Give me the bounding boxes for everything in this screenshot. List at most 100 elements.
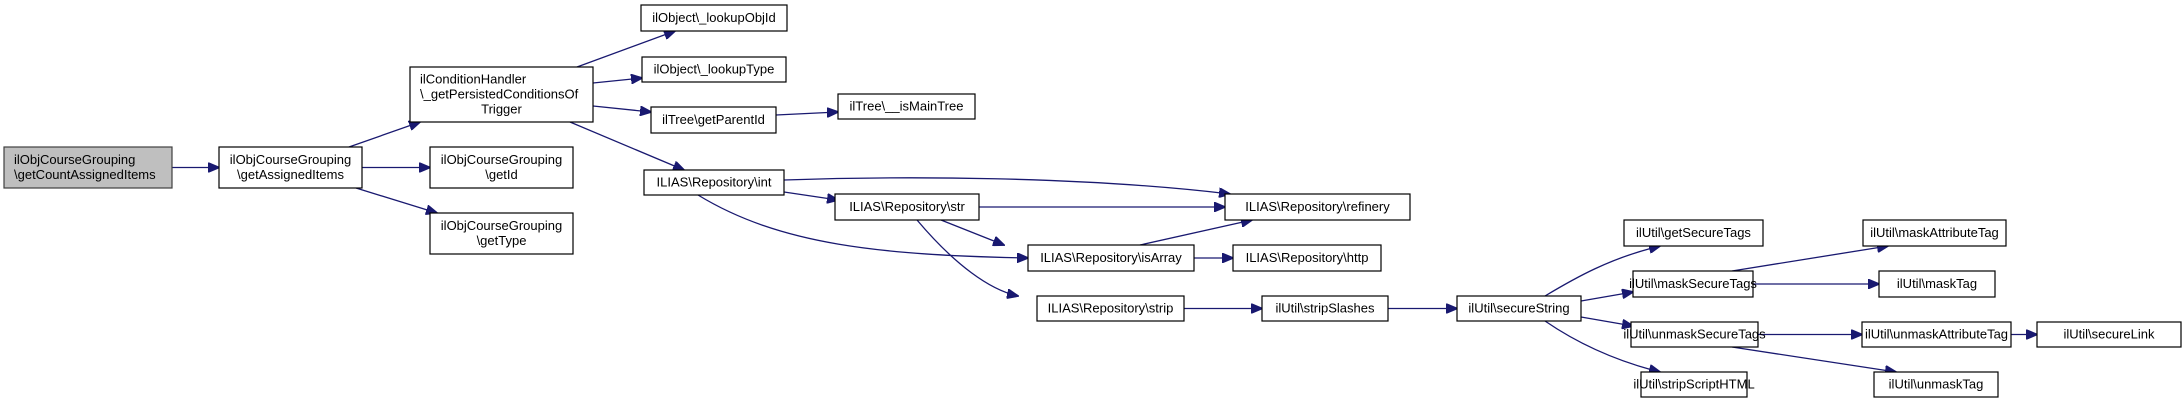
node-maskAttributeTag[interactable]: ilUtil\maskAttributeTag: [1862, 219, 2007, 247]
node-label: Trigger: [481, 102, 522, 117]
node-secureString[interactable]: ilUtil\secureString: [1456, 295, 1582, 322]
node-label: ilObjCourseGrouping: [441, 152, 562, 167]
node-box[interactable]: [218, 146, 363, 189]
node-getAssignedItems[interactable]: ilObjCourseGrouping\getAssignedItems: [218, 146, 363, 189]
node-maskTag[interactable]: ilUtil\maskTag: [1878, 270, 1996, 298]
node-label: ilUtil\unmaskSecureTags: [1623, 327, 1766, 342]
node-box[interactable]: [641, 56, 787, 83]
edge-secureString-to-stripScriptHTML: [1544, 320, 1660, 372]
node-box[interactable]: [1027, 244, 1195, 272]
edge-repoInt-to-repoIsArray: [697, 194, 1028, 258]
node-box[interactable]: [1861, 321, 2012, 348]
edge-repoIsArray-to-repoRefinery: [1139, 220, 1252, 246]
edge-getParentId-to-isMainTree: [775, 112, 838, 115]
node-secureLink[interactable]: ilUtil\secureLink: [2036, 321, 2182, 348]
node-label: \getType: [477, 233, 527, 248]
node-label: ilUtil\unmaskAttributeTag: [1865, 327, 2008, 342]
node-label: \getAssignedItems: [237, 167, 344, 182]
node-box[interactable]: [1036, 295, 1185, 322]
node-label: ilTree\__isMainTree: [850, 99, 964, 114]
node-label: ilObject\_lookupObjId: [652, 10, 776, 25]
node-box[interactable]: [429, 146, 574, 189]
node-box[interactable]: [2036, 321, 2182, 348]
node-box[interactable]: [409, 66, 594, 123]
node-repoStrip[interactable]: ILIAS\Repository\strip: [1036, 295, 1185, 322]
node-label: ilTree\getParentId: [662, 112, 765, 127]
edge-repoInt-to-repoStr: [783, 191, 838, 200]
edge-getPersistedConditionsOfTrigger-to-lookupObjId: [576, 31, 675, 68]
node-box[interactable]: [1456, 295, 1582, 322]
node-unmaskSecureTags[interactable]: ilUtil\unmaskSecureTags: [1623, 321, 1766, 348]
node-lookupType[interactable]: ilObject\_lookupType: [641, 56, 787, 83]
node-box[interactable]: [643, 169, 785, 196]
edge-repoStr-to-repoStrip: [916, 219, 1018, 296]
node-label: ilUtil\secureLink: [2063, 327, 2155, 342]
node-label: ilUtil\unmaskTag: [1889, 377, 1984, 392]
node-label: ilObject\_lookupType: [654, 62, 775, 77]
edges-layer: [172, 31, 2037, 372]
node-box[interactable]: [834, 193, 980, 221]
node-unmaskAttributeTag[interactable]: ilUtil\unmaskAttributeTag: [1861, 321, 2012, 348]
node-label: ilUtil\maskSecureTags: [1629, 276, 1757, 291]
node-label: ILIAS\Repository\http: [1246, 250, 1369, 265]
node-repoHttp[interactable]: ILIAS\Repository\http: [1232, 244, 1382, 272]
edge-getAssignedItems-to-getType: [355, 187, 437, 213]
node-box[interactable]: [650, 106, 777, 134]
edge-secureString-to-getSecureTags: [1544, 246, 1660, 297]
node-label: \getId: [485, 167, 518, 182]
node-box[interactable]: [429, 212, 574, 255]
node-stripScriptHTML[interactable]: ilUtil\stripScriptHTML: [1633, 371, 1755, 398]
node-repoIsArray[interactable]: ILIAS\Repository\isArray: [1027, 244, 1195, 272]
node-label: ilUtil\stripSlashes: [1276, 301, 1375, 316]
node-getPersistedConditionsOfTrigger[interactable]: ilConditionHandler\_getPersistedConditio…: [409, 66, 594, 123]
edge-unmaskSecureTags-to-unmaskTag: [1731, 346, 1896, 372]
node-getCountAssignedItems[interactable]: ilObjCourseGrouping\getCountAssignedItem…: [3, 146, 173, 189]
node-repoInt[interactable]: ILIAS\Repository\int: [643, 169, 785, 196]
node-getSecureTags[interactable]: ilUtil\getSecureTags: [1623, 219, 1764, 247]
node-getType[interactable]: ilObjCourseGrouping\getType: [429, 212, 574, 255]
edge-maskSecureTags-to-maskAttributeTag: [1731, 246, 1888, 272]
edge-secureString-to-maskSecureTags: [1580, 292, 1633, 302]
node-label: ilUtil\stripScriptHTML: [1633, 377, 1754, 392]
node-label: ilObjCourseGrouping: [230, 152, 351, 167]
node-label: \_getPersistedConditionsOf: [420, 87, 579, 102]
nodes-layer: ilObjCourseGrouping \getCountAssignedItem…: [3, 4, 2182, 398]
edge-getAssignedItems-to-getPersistedConditionsOfTrigger: [348, 122, 420, 148]
edge-repoStr-to-repoIsArray: [940, 219, 1004, 245]
node-box[interactable]: [1261, 295, 1389, 322]
node-stripSlashes[interactable]: ilUtil\stripSlashes: [1261, 295, 1389, 322]
node-box[interactable]: [837, 93, 976, 120]
edge-getPersistedConditionsOfTrigger-to-lookupType: [592, 78, 642, 83]
node-label: ILIAS\Repository\refinery: [1245, 199, 1390, 214]
node-lookupObjId[interactable]: ilObject\_lookupObjId: [640, 4, 788, 32]
node-box[interactable]: [1862, 219, 2007, 247]
node-label: ilUtil\secureString: [1468, 301, 1569, 316]
node-box[interactable]: [640, 4, 788, 32]
node-label: \getCountAssignedItems: [14, 167, 156, 182]
node-label: ilUtil\getSecureTags: [1636, 225, 1751, 240]
node-box[interactable]: [1640, 371, 1748, 398]
node-box[interactable]: [3, 146, 173, 189]
node-box[interactable]: [1878, 270, 1996, 298]
node-maskSecureTags[interactable]: ilUtil\maskSecureTags: [1629, 270, 1757, 298]
node-box[interactable]: [1632, 270, 1754, 298]
node-box[interactable]: [1224, 193, 1411, 221]
node-label: ILIAS\Repository\str: [849, 199, 965, 214]
node-box[interactable]: [1873, 371, 1999, 398]
edge-secureString-to-unmaskSecureTags: [1580, 316, 1633, 326]
node-getParentId[interactable]: ilTree\getParentId: [650, 106, 777, 134]
node-label: ilUtil\maskTag: [1897, 276, 1977, 291]
node-label: ilObjCourseGrouping: [441, 218, 562, 233]
node-box[interactable]: [1623, 219, 1764, 247]
node-box[interactable]: [1630, 321, 1759, 348]
node-label: ILIAS\Repository\strip: [1048, 301, 1174, 316]
node-label: ilConditionHandler: [420, 72, 527, 87]
node-repoRefinery[interactable]: ILIAS\Repository\refinery: [1224, 193, 1411, 221]
node-getId[interactable]: ilObjCourseGrouping\getId: [429, 146, 574, 189]
node-box[interactable]: [1232, 244, 1382, 272]
node-isMainTree[interactable]: ilTree\__isMainTree: [837, 93, 976, 120]
node-unmaskTag[interactable]: ilUtil\unmaskTag: [1873, 371, 1999, 398]
edge-repoInt-to-repoRefinery: [783, 177, 1230, 194]
node-repoStr[interactable]: ILIAS\Repository\str: [834, 193, 980, 221]
